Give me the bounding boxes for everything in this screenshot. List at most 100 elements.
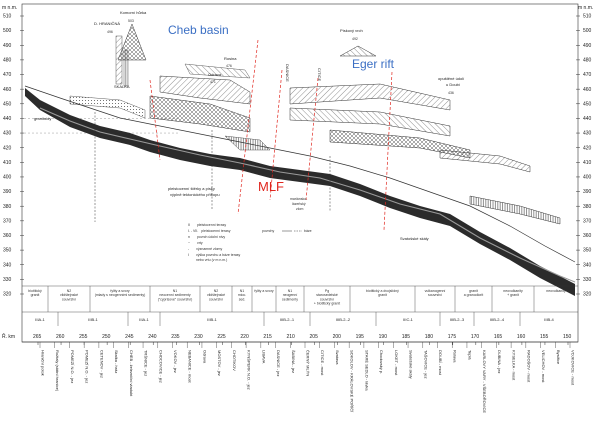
left-elevation-axis: 5105004904804704604504404304204104003903… bbox=[3, 14, 24, 298]
left-axis-label: 330 bbox=[3, 277, 12, 283]
eger-rift-label: Eger rift bbox=[352, 57, 395, 71]
locality-label: LIBAVA bbox=[261, 350, 266, 364]
right-axis-label: 490 bbox=[583, 43, 592, 49]
locality-label: Teplá bbox=[467, 350, 472, 360]
km-tick-label: 230 bbox=[194, 334, 203, 340]
terasy-note-2: výplně tektonického příkopu bbox=[170, 192, 220, 197]
km-tick-label: 220 bbox=[240, 334, 249, 340]
legend-item-3: ~ vrty bbox=[188, 241, 203, 245]
legend-item-1: I. - VII. pleistocenní terasy bbox=[188, 229, 231, 233]
right-axis-label: 350 bbox=[583, 248, 592, 254]
opusteni-label-1: opuštěné údolí bbox=[438, 76, 465, 81]
piskovy-vrch-elev: 492 bbox=[352, 37, 358, 41]
piskovy-vrch-label: Pískový vrch bbox=[340, 28, 363, 33]
km-tick-label: 240 bbox=[148, 334, 157, 340]
terrace-cheb-basin bbox=[149, 95, 251, 133]
left-axis-label: 510 bbox=[3, 14, 12, 20]
terrace-rift-east bbox=[439, 149, 531, 173]
legend-item-4: - významné zlomy bbox=[188, 247, 222, 251]
km-tick-label: 165 bbox=[494, 334, 503, 340]
axis-unit-left: m n.m. bbox=[2, 5, 17, 11]
right-axis-label: 370 bbox=[583, 218, 592, 224]
km-tick-label: 205 bbox=[310, 334, 319, 340]
left-axis-label: 350 bbox=[3, 248, 12, 254]
locality-label: DOUBÍ - most bbox=[438, 350, 443, 376]
km-tick-label: 235 bbox=[171, 334, 180, 340]
surface-profile bbox=[24, 85, 576, 263]
locality-label: POMEZÍ N.O. - jez bbox=[70, 350, 75, 383]
km-tick-label: 210 bbox=[286, 334, 295, 340]
left-axis-label: 320 bbox=[3, 292, 12, 298]
fault-citice bbox=[305, 77, 319, 201]
komorni-hurka-elev: 503 bbox=[128, 19, 134, 23]
left-axis-label: 490 bbox=[3, 43, 12, 49]
legend-baze: báze bbox=[304, 229, 312, 233]
hranicna-elev: 496 bbox=[107, 30, 113, 34]
locality-label: SOKOLOV - KRÁLOVSKÉ POŘÍČÍ bbox=[350, 350, 355, 413]
km-tick-label: 180 bbox=[425, 334, 434, 340]
opusteni-label-2: u Doubí bbox=[446, 82, 461, 87]
km-tick-label: 250 bbox=[102, 334, 111, 340]
svatoska-label: Svatošské skály bbox=[400, 236, 429, 241]
left-axis-label: 420 bbox=[3, 145, 12, 151]
terasy-note-1: pleistocenní štěrky a písky bbox=[168, 186, 215, 191]
hranicna-label: D. HRANIČNÁ bbox=[94, 21, 120, 26]
locality-label: POMEZÍ N.O. - jez bbox=[85, 350, 90, 383]
km-tick-label: 255 bbox=[79, 334, 88, 340]
km-tick-label: 185 bbox=[402, 334, 411, 340]
zone-label: IIIB-2.-2 bbox=[336, 317, 351, 322]
piskovy-vrch-hill bbox=[339, 45, 377, 57]
fault-eger-rift bbox=[383, 71, 393, 231]
left-axis-label: 390 bbox=[3, 189, 12, 195]
km-tick-label: 170 bbox=[471, 334, 480, 340]
left-axis-label: 340 bbox=[3, 262, 12, 268]
locality-label: KARLOVY VARY - VŠEBOŘOVICE bbox=[482, 350, 487, 413]
locality-label: KYSELKA - most bbox=[512, 350, 517, 381]
legend-item-5b: nebo vrtu (v m n.m.) bbox=[196, 258, 227, 262]
terrace-eger-middle bbox=[289, 107, 451, 137]
marienske-1: mariánsko- bbox=[290, 197, 308, 201]
locality-label: CITICE - most bbox=[320, 350, 325, 376]
left-axis-label: 370 bbox=[3, 218, 12, 224]
geology-unit: fylity a svory bbox=[254, 289, 274, 293]
zone-label: IIIB-2.-3 bbox=[450, 317, 465, 322]
locality-label: CHOCOVICE - jez bbox=[158, 350, 163, 383]
locality-label: DUBINA - jez bbox=[497, 350, 502, 374]
fault-marianske-lazne bbox=[237, 39, 259, 215]
dasnice-label: DASNICE bbox=[285, 64, 290, 82]
km-tick-label: 200 bbox=[333, 334, 342, 340]
hranicna-column bbox=[115, 35, 123, 85]
locality-label: LOKET - most bbox=[394, 350, 399, 376]
right-axis-label: 500 bbox=[583, 28, 592, 34]
odrava-elev: 471 bbox=[210, 80, 216, 84]
left-axis-label: 400 bbox=[3, 175, 12, 181]
locality-label: NEBANICE - most bbox=[188, 350, 193, 384]
right-elevation-axis: 5105004904804704604504404304204104003903… bbox=[576, 14, 592, 298]
km-tick-label: 195 bbox=[356, 334, 365, 340]
right-axis-label: 380 bbox=[583, 204, 592, 210]
km-tick-label: 225 bbox=[217, 334, 226, 340]
komorni-hurka-label: Komorní hůrka bbox=[120, 10, 147, 15]
locality-label: TAŠOVICE - jez bbox=[423, 350, 428, 379]
mlf-label: MLF bbox=[258, 179, 284, 194]
locality-label: VOKOV - jez bbox=[173, 350, 178, 373]
right-axis-label: 450 bbox=[583, 101, 592, 107]
skalka-label: SKALKA bbox=[114, 84, 130, 89]
left-axis-label: 480 bbox=[3, 57, 12, 63]
skalka-column bbox=[123, 49, 129, 87]
zone-label: IIIA-1 bbox=[139, 317, 149, 322]
locality-label: Bystřice bbox=[556, 350, 561, 365]
right-axis-label: 390 bbox=[583, 189, 592, 195]
valley-floor-light bbox=[39, 107, 576, 283]
locality-label: Rožtaly (státní hranice) bbox=[55, 350, 60, 392]
locality-label: VOJKOVICE - most bbox=[571, 350, 576, 386]
